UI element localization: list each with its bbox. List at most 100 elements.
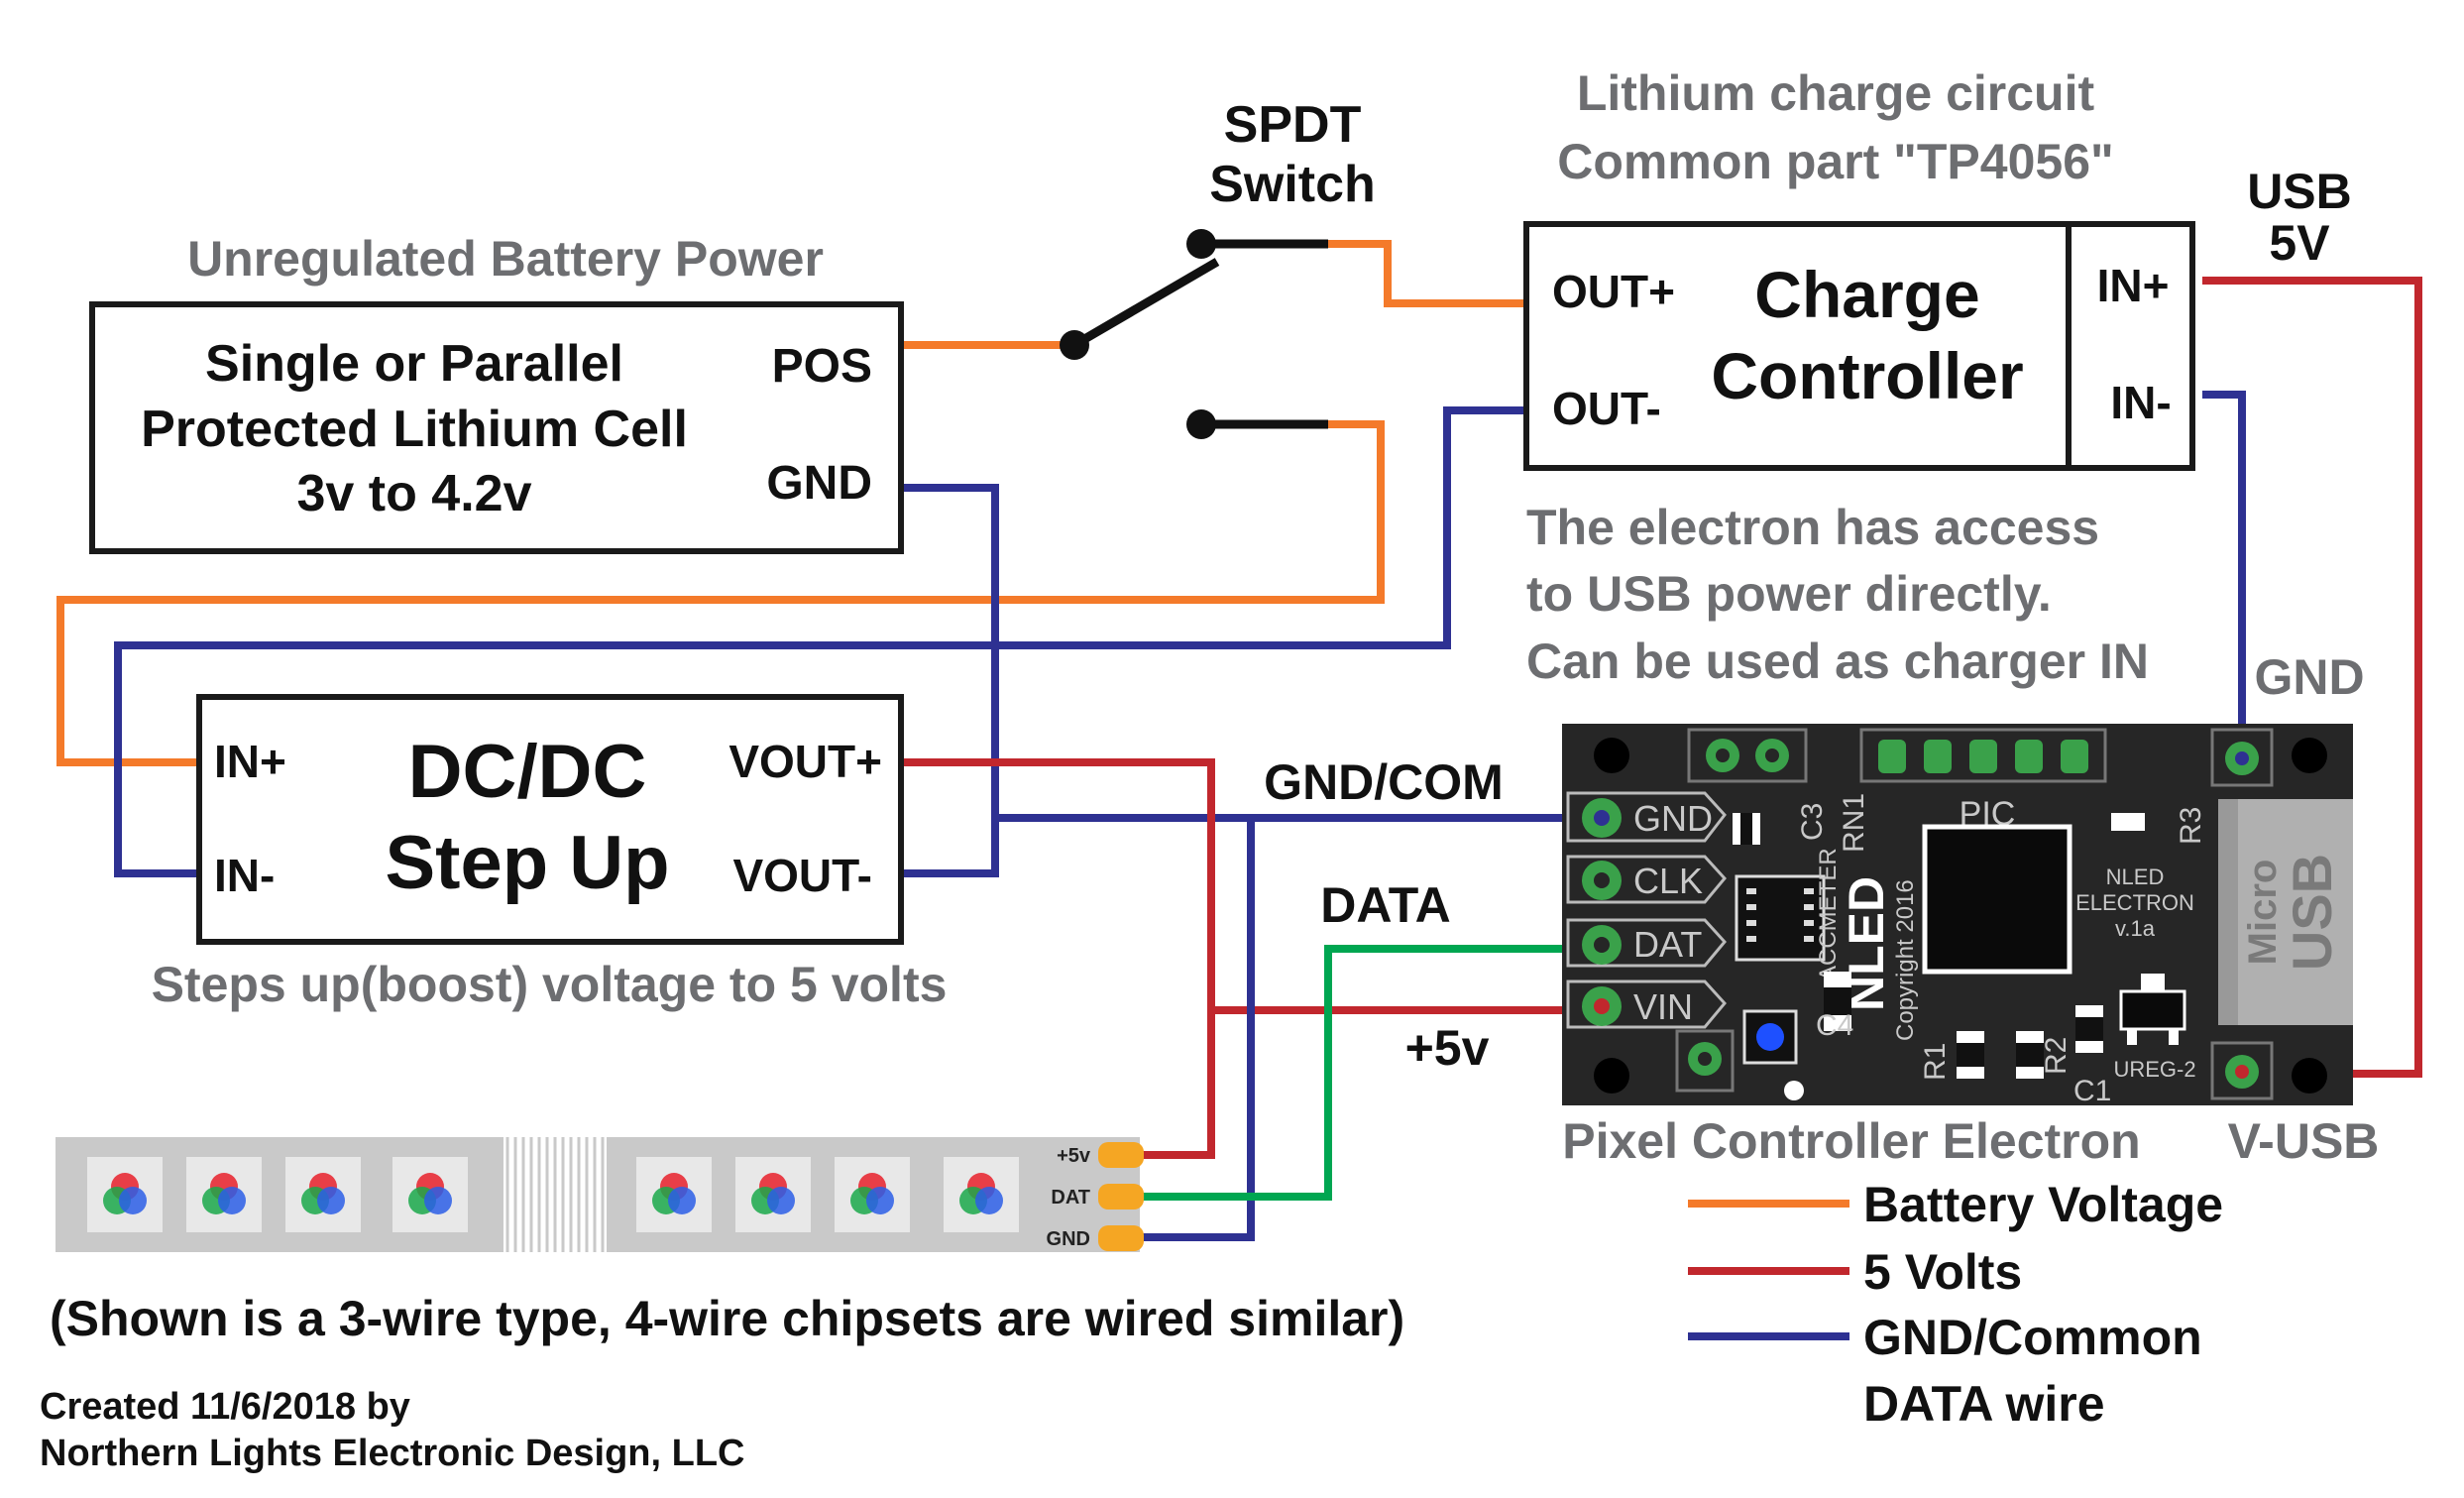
charger-name-line1: Charge	[1754, 258, 1979, 331]
mount-hole-top-right	[2292, 738, 2327, 773]
usb-label-line2: 5V	[2269, 215, 2330, 271]
right-pad-gnd-hole	[2235, 751, 2249, 765]
battery-gnd-label: GND	[766, 457, 872, 510]
micro-usb-shade	[2218, 799, 2238, 1025]
pin-hole-gnd	[1594, 810, 1610, 826]
battery-block: Unregulated Battery Power Single or Para…	[89, 231, 904, 554]
mount-hole-bottom-right	[2292, 1058, 2327, 1094]
wire-switch-to-charger-out-plus	[1323, 240, 1524, 307]
battery-box	[89, 301, 904, 554]
pin-label-gnd: GND	[1633, 798, 1713, 839]
silk-copyright: Copyright 2016	[1892, 879, 1919, 1041]
wire-charger-out-minus-to-dcdc-in-minus	[114, 406, 1524, 877]
acc-pin-7	[1804, 920, 1814, 926]
board-marker-dot	[1784, 1081, 1804, 1100]
wire-dcdc-vout-plus-to-board-vin	[902, 758, 1604, 1014]
led-6-die-3	[767, 1187, 795, 1214]
legend-label-4: DATA wire	[1863, 1376, 2105, 1432]
charger-heading-line1: Lithium charge circuit	[1577, 65, 2095, 121]
led-3-die-3	[317, 1187, 345, 1214]
usb-note: The electron has access to USB power dir…	[1526, 500, 2149, 689]
pin-label-vin: VIN	[1633, 986, 1693, 1027]
gnd-com-label: GND/COM	[1264, 754, 1504, 810]
component-r3	[2111, 813, 2145, 831]
legend-label-3: GND/Common	[1863, 1310, 2202, 1365]
regulator-tab	[2141, 974, 2165, 991]
pixel-controller-board: PIC GND CLK DAT VIN C3 RN1	[1562, 724, 2353, 1169]
charger-heading-line2: Common part "TP4056"	[1557, 134, 2113, 189]
pin-hole-clk	[1594, 872, 1610, 888]
data-label: DATA	[1320, 877, 1450, 933]
led-2-die-3	[218, 1187, 246, 1214]
silk-model-line3: v.1a	[2115, 916, 2156, 941]
header-2pin-hole-2	[1765, 749, 1779, 762]
usb-note-line1: The electron has access	[1526, 500, 2099, 555]
wire-labels: GND/COM DATA +5v GND V-USB	[1264, 649, 2379, 1169]
strip-pad-gnd-label: GND	[1047, 1228, 1090, 1250]
right-pad-bottom-outline	[2210, 1041, 2274, 1100]
dcdc-box	[196, 694, 904, 945]
switch-lever	[1071, 258, 1220, 349]
strip-gap-ribbing	[505, 1137, 605, 1252]
strip-leds	[87, 1157, 1019, 1232]
pin-label-dat: DAT	[1633, 924, 1702, 965]
credit-line1: Created 11/6/2018 by	[40, 1386, 410, 1428]
plus5v-label: +5v	[1405, 1020, 1490, 1076]
pic-pin-5	[2061, 740, 2088, 773]
extra-pad-outline	[1675, 1029, 1735, 1093]
dcdc-in-plus-label: IN+	[214, 736, 286, 787]
led-strip: +5v DAT GND (Shown is a 3-wire type, 4-w…	[50, 1137, 1404, 1346]
component-c1-core	[2075, 1017, 2103, 1041]
silk-model-line1: NLED	[2106, 864, 2165, 889]
charger-out-plus-label: OUT+	[1552, 266, 1675, 317]
switch-title-line1: SPDT	[1224, 96, 1362, 154]
battery-line1: Single or Parallel	[205, 335, 623, 393]
battery-pos-label: POS	[772, 340, 872, 393]
regulator-leg-2	[2169, 1029, 2179, 1045]
wire-gnd-to-strip	[1128, 818, 1255, 1241]
dcdc-name-line1: DC/DC	[408, 730, 647, 814]
pin-hole-dat	[1594, 937, 1610, 953]
mount-hole-bottom-left	[1594, 1058, 1629, 1094]
silk-r3: R3	[2175, 807, 2207, 845]
accelerometer-pins	[1746, 888, 1814, 942]
dcdc-vout-plus-label: VOUT+	[728, 736, 882, 787]
switch-common-terminal	[1060, 330, 1089, 360]
spdt-switch: SPDT Switch	[1060, 96, 1376, 439]
switch-bottom-terminal	[1186, 409, 1216, 439]
micro-usb-label-line2: USB	[2281, 854, 2343, 971]
board-gnd-top-label: GND	[2254, 649, 2364, 705]
led-5-die-3	[668, 1187, 696, 1214]
strip-pad-dat-label: DAT	[1051, 1187, 1090, 1209]
legend-label-1: Battery Voltage	[1863, 1177, 2223, 1232]
strip-pad-5v	[1098, 1142, 1144, 1168]
acc-pin-4	[1746, 936, 1756, 942]
pin-hole-vin	[1594, 998, 1610, 1014]
component-c4-core	[1824, 987, 1851, 1015]
silk-model-line2: ELECTRON	[2075, 890, 2194, 915]
board-caption: Pixel Controller Electron	[1562, 1113, 2140, 1169]
acc-pin-1	[1746, 888, 1756, 894]
component-r2-core	[2016, 1043, 2044, 1067]
pic-pin-1	[1878, 740, 1906, 773]
acc-pin-3	[1746, 920, 1756, 926]
wire-switch-to-dcdc-in-plus	[56, 420, 1385, 766]
pic-pin-3	[1969, 740, 1997, 773]
micro-usb-connector	[2218, 799, 2353, 1025]
pic-header-outline	[1859, 728, 2107, 783]
battery-heading: Unregulated Battery Power	[187, 231, 824, 287]
dcdc-name-line2: Step Up	[385, 821, 669, 905]
pic-header-pins	[1878, 740, 2088, 773]
legend-label-2: 5 Volts	[1863, 1244, 2022, 1300]
led-7-die-3	[866, 1187, 894, 1214]
status-led	[1756, 1023, 1784, 1051]
micro-usb-label-line1: Micro	[2241, 860, 2285, 966]
pin-outline-vin	[1566, 979, 1727, 1029]
component-r1-core	[1957, 1043, 1984, 1067]
wire-data-to-strip	[1128, 945, 1604, 1201]
charger-out-minus-label: OUT-	[1552, 383, 1661, 434]
v-usb-label: V-USB	[2228, 1113, 2380, 1169]
silk-ureg: UREG-2	[2113, 1057, 2195, 1082]
usb-note-line2: to USB power directly.	[1526, 566, 2052, 622]
